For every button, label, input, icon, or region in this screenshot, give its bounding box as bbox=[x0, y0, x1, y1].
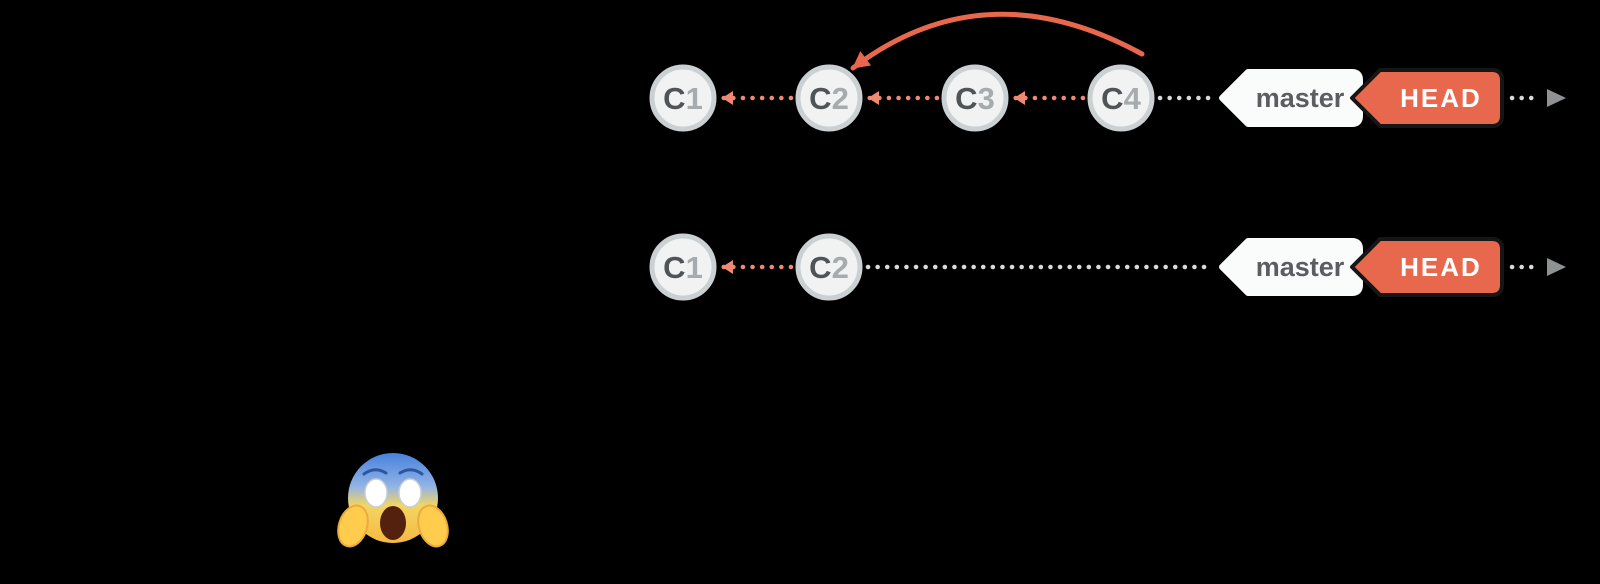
commit-node-c2: C2 bbox=[795, 64, 863, 132]
head-tag: HEAD bbox=[1350, 237, 1504, 297]
commit-label: C2 bbox=[809, 250, 849, 285]
head-tag-shape bbox=[1350, 68, 1504, 128]
emoji-left-eye bbox=[364, 478, 388, 508]
head-tag-shape bbox=[1350, 237, 1504, 297]
master-tag: master bbox=[1219, 238, 1363, 296]
emoji-right-hand bbox=[417, 504, 449, 548]
commit-circle bbox=[649, 64, 717, 132]
emoji-face bbox=[348, 453, 438, 543]
emoji-right-brow bbox=[398, 468, 424, 476]
commit-node-c1: C1 bbox=[649, 233, 717, 301]
commit-row-top: C1 C2 C3 C4 master HEAD bbox=[649, 11, 1566, 132]
reset-arc-arrow bbox=[850, 11, 1145, 71]
emoji-right-eye bbox=[398, 478, 422, 508]
commit-row-bottom: C1 C2 master HEAD bbox=[649, 233, 1566, 301]
timeline-arrow-icon bbox=[1547, 258, 1566, 276]
head-tag: HEAD bbox=[1350, 68, 1504, 128]
emoji-mouth bbox=[380, 506, 406, 540]
commit-circle bbox=[941, 64, 1009, 132]
commit-circle bbox=[1087, 64, 1155, 132]
commit-circle bbox=[649, 233, 717, 301]
commit-node-c1: C1 bbox=[649, 64, 717, 132]
master-tag-label: master bbox=[1256, 252, 1345, 282]
scream-emoji bbox=[337, 453, 449, 548]
head-tag-label: HEAD bbox=[1400, 83, 1482, 113]
commit-node-c2: C2 bbox=[795, 233, 863, 301]
commit-circle bbox=[795, 64, 863, 132]
commit-label: C3 bbox=[955, 81, 995, 116]
commit-node-c3: C3 bbox=[941, 64, 1009, 132]
emoji-left-hand bbox=[337, 504, 369, 548]
commit-node-c4: C4 bbox=[1087, 64, 1155, 132]
master-tag-label: master bbox=[1256, 83, 1345, 113]
head-tag-label: HEAD bbox=[1400, 252, 1482, 282]
master-tag: master bbox=[1219, 69, 1363, 127]
commit-label: C2 bbox=[809, 81, 849, 116]
timeline-arrow-icon bbox=[1547, 89, 1566, 107]
commit-label: C1 bbox=[663, 81, 703, 116]
commit-label: C1 bbox=[663, 250, 703, 285]
commit-circle bbox=[795, 233, 863, 301]
emoji-left-brow bbox=[362, 468, 388, 476]
commit-label: C4 bbox=[1101, 81, 1141, 116]
